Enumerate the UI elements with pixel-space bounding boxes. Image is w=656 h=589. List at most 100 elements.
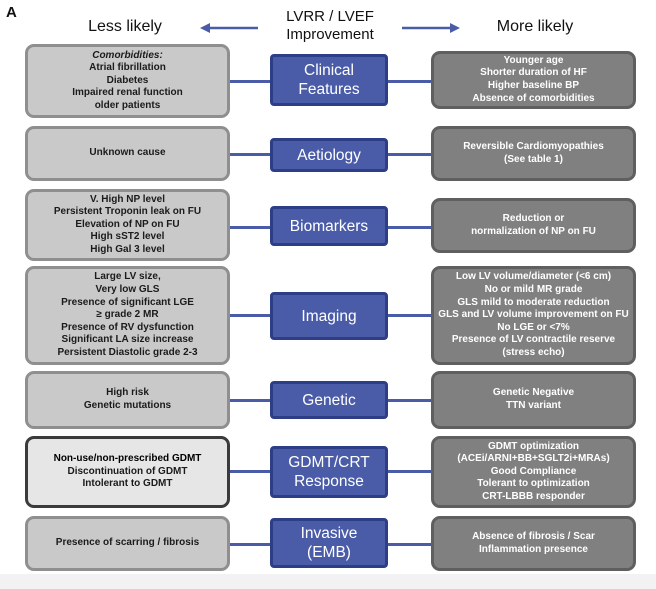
less-likely-text: Impaired renal function — [72, 87, 183, 99]
more-likely-text: Inflammation presence — [479, 543, 588, 555]
less-likely-text: Presence of significant LGE — [61, 296, 194, 308]
category-label: Features — [298, 81, 360, 98]
more-likely-box-aetiology: Reversible Cardiomyopathies (See table 1… — [431, 126, 636, 181]
connector-line — [388, 543, 431, 546]
less-likely-text: V. High NP level — [89, 193, 166, 205]
less-likely-text: Large LV size, — [94, 271, 161, 283]
less-likely-text: High Gal 3 level — [90, 243, 165, 255]
less-likely-box-clinical: Comorbidities: Atrial fibrillation Diabe… — [25, 44, 230, 118]
more-likely-text: Genetic Negative — [492, 387, 575, 399]
connector-line — [230, 399, 270, 402]
less-likely-box-imaging: Large LV size, Very low GLS Presence of … — [25, 266, 230, 365]
connector-line — [230, 226, 270, 229]
center-header-line: LVRR / LVEF — [286, 8, 374, 25]
connector-line — [230, 153, 270, 156]
connector-line — [230, 80, 270, 83]
more-likely-text: Higher baseline BP — [487, 80, 580, 91]
category-box-gdmt-crt-response: GDMT/CRT Response — [270, 446, 388, 498]
more-likely-text: (ACEi/ARNI+BB+SGLT2i+MRAs) — [457, 453, 610, 465]
more-likely-text: GDMT optimization — [487, 440, 580, 452]
more-likely-text: Presence of LV contractile reserve — [451, 334, 616, 346]
connector-line — [388, 153, 431, 156]
less-likely-text: High risk — [106, 387, 149, 399]
more-likely-box-genetic: Genetic Negative TTN variant — [431, 371, 636, 429]
category-label: GDMT/CRT — [288, 454, 370, 471]
category-label: Biomarkers — [289, 217, 369, 235]
more-likely-text: Good Compliance — [490, 465, 577, 477]
less-likely-text: Discontinuation of GDMT — [67, 465, 188, 477]
less-likely-text: Persistent Diastolic grade 2-3 — [57, 346, 198, 358]
less-likely-text: Intolerant to GDMT — [82, 478, 173, 490]
less-likely-box-gdmt: Non-use/non-prescribed GDMT Discontinuat… — [25, 436, 230, 508]
less-likely-text: Very low GLS — [95, 284, 160, 296]
more-likely-text: (See table 1) — [504, 153, 563, 165]
more-likely-text: Tolerant to optimization — [477, 478, 590, 490]
less-likely-box-invasive: Presence of scarring / fibrosis — [25, 516, 230, 571]
panel-label: A — [6, 4, 17, 21]
more-likely-text: Absence of fibrosis / Scar — [472, 530, 595, 542]
less-likely-text: Diabetes — [106, 74, 149, 86]
connector-line — [230, 314, 270, 317]
connector-line — [388, 314, 431, 317]
less-likely-box-genetic: High risk Genetic mutations — [25, 371, 230, 429]
connector-line — [388, 226, 431, 229]
connector-line — [388, 399, 431, 402]
less-likely-text: Persistent Troponin leak on FU — [53, 206, 202, 218]
category-box-aetiology: Aetiology — [270, 138, 388, 172]
left-arrow-icon — [200, 23, 258, 33]
connector-line — [230, 470, 270, 473]
less-likely-text: High sST2 level — [90, 231, 165, 243]
less-likely-text: Elevation of NP on FU — [75, 218, 180, 230]
more-likely-box-invasive: Absence of fibrosis / Scar Inflammation … — [431, 516, 636, 571]
less-likely-text: Significant LA size increase — [61, 334, 194, 346]
category-label: Aetiology — [297, 146, 361, 164]
more-likely-text: GLS and LV volume improvement on FU — [438, 309, 629, 321]
more-likely-text: Younger age — [503, 54, 564, 66]
more-likely-text: No or mild MR grade — [484, 284, 583, 296]
category-label: Response — [294, 473, 364, 490]
category-box-biomarkers: Biomarkers — [270, 206, 388, 246]
center-header-line: Improvement — [286, 26, 374, 43]
connector-line — [388, 80, 431, 83]
category-box-clinical-features: Clinical Features — [270, 54, 388, 106]
category-label: Invasive — [300, 525, 358, 542]
more-likely-text: CRT-LBBB responder — [482, 490, 585, 502]
more-likely-text: Reversible Cardiomyopathies — [463, 140, 604, 152]
category-label: Imaging — [301, 307, 357, 325]
less-likely-text: Unknown cause — [89, 147, 166, 159]
category-box-invasive-emb: Invasive (EMB) — [270, 518, 388, 568]
less-likely-text: older patients — [94, 99, 161, 111]
less-likely-text: Presence of RV dysfunction — [61, 321, 194, 333]
less-likely-box-biomarkers: V. High NP level Persistent Troponin lea… — [25, 189, 230, 261]
less-likely-text: Non-use/non-prescribed GDMT — [53, 453, 202, 465]
less-likely-text: ≥ grade 2 MR — [96, 309, 159, 321]
more-likely-box-gdmt: GDMT optimization (ACEi/ARNI+BB+SGLT2i+M… — [431, 436, 636, 508]
more-likely-text: (stress echo) — [502, 346, 565, 358]
less-likely-box-aetiology: Unknown cause — [25, 126, 230, 181]
more-likely-text: Shorter duration of HF — [480, 67, 587, 79]
more-likely-box-biomarkers: Reduction or normalization of NP on FU — [431, 198, 636, 253]
category-label: Clinical — [304, 62, 354, 79]
footer-strip — [0, 574, 656, 589]
category-box-imaging: Imaging — [270, 292, 388, 340]
connector-line — [388, 470, 431, 473]
connector-line — [230, 543, 270, 546]
more-likely-text: Reduction or — [502, 212, 565, 224]
more-likely-text: GLS mild to moderate reduction — [457, 296, 610, 308]
less-likely-text: Atrial fibrillation — [89, 62, 166, 74]
less-likely-header: Less likely — [88, 18, 162, 35]
right-arrow-icon — [402, 23, 460, 33]
more-likely-text: normalization of NP on FU — [471, 225, 596, 237]
category-label: (EMB) — [307, 544, 351, 561]
more-likely-text: Absence of comorbidities — [472, 92, 595, 104]
category-label: Genetic — [302, 391, 356, 409]
less-likely-text: Comorbidities: — [92, 49, 163, 61]
center-header: LVRR / LVEF Improvement — [250, 8, 410, 44]
category-box-genetic: Genetic — [270, 381, 388, 419]
more-likely-box-clinical: Younger age Shorter duration of HF Highe… — [431, 51, 636, 109]
less-likely-text: Genetic mutations — [83, 400, 172, 411]
less-likely-text: Presence of scarring / fibrosis — [55, 537, 200, 549]
more-likely-text: No LGE or <7% — [497, 321, 570, 333]
more-likely-header: More likely — [496, 18, 574, 35]
more-likely-text: TTN variant — [505, 400, 561, 411]
